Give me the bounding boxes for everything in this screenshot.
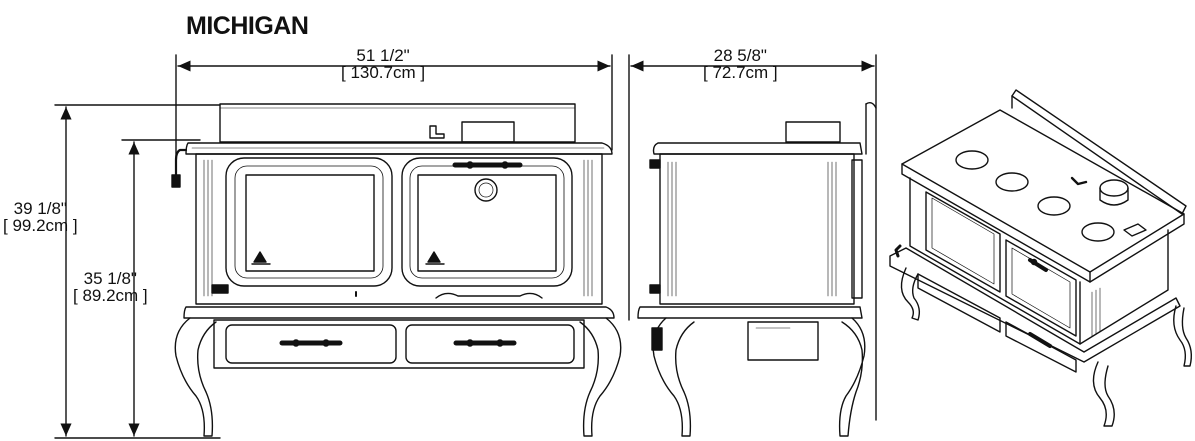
overall-height-metric: [ 99.2cm ] (3, 216, 78, 235)
overall-height-imperial: 39 1/8" (13, 199, 67, 218)
cooktop-height-imperial: 35 1/8" (83, 269, 137, 288)
dimension-lines (54, 54, 877, 439)
isometric-view (889, 89, 1193, 427)
side-view (637, 101, 877, 437)
width-imperial: 51 1/2" (356, 46, 410, 65)
diagram-title: MICHIGAN (186, 12, 309, 40)
front-view (171, 103, 622, 437)
depth-imperial: 28 5/8" (713, 46, 767, 65)
